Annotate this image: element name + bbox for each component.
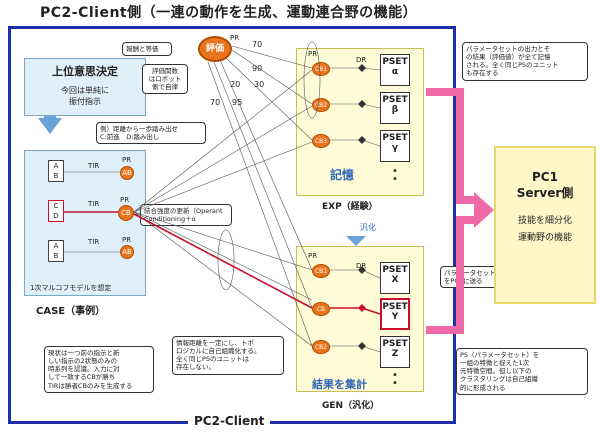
upper-decision-heading: 上位意思決定 bbox=[52, 65, 118, 78]
exp-cb1-node: CB1 bbox=[312, 62, 330, 76]
note-ketsugou-line2: Conditioning＋α bbox=[144, 215, 196, 224]
gen-pr-label: PR bbox=[308, 252, 318, 260]
exp-label: EXP（経験） bbox=[322, 202, 378, 212]
note-case-line5: TIRは勝者CBのみを生成する bbox=[48, 381, 133, 390]
note-gen-line2: ロジカルに自己組織化する。 bbox=[176, 347, 261, 356]
upper-decision-box: 上位意思決定 今回は単純に 振付指示 bbox=[24, 58, 146, 116]
note-psi-line1: PS（パラメータセット）を bbox=[460, 351, 540, 359]
outer-frame-label: PC2-Client bbox=[188, 414, 271, 428]
weight-70a: 70 bbox=[252, 40, 263, 49]
pink-arrow-head bbox=[474, 192, 494, 228]
note-hyoka: 評価関数 はロボット 側で自律 bbox=[142, 64, 188, 95]
case-label: CASE（事例） bbox=[36, 306, 106, 317]
note-psi-line5: 的に形成される bbox=[460, 383, 506, 392]
cb-node-main: CB bbox=[118, 205, 134, 221]
gen-cb1-node: CB1 bbox=[312, 264, 330, 278]
note-psi: PS（パラメータセット）を 一組の特徴と捉えた1次 元特徴空間。但し以下の クラ… bbox=[456, 348, 588, 395]
ab-node-2: AB bbox=[120, 245, 134, 259]
gen-more-dots: •• bbox=[392, 370, 398, 389]
ab-node-1: AB bbox=[120, 166, 134, 180]
note-psi-line2: 一組の特徴と捉えた1次 bbox=[460, 359, 530, 368]
tir-label-3: TIR bbox=[88, 238, 100, 246]
hanka-label: 汎化 bbox=[360, 223, 376, 232]
weight-20: 20 bbox=[230, 80, 241, 89]
note-case-line4: して一致するCBが勝ち bbox=[48, 373, 116, 382]
gen-label: GEN（汎化） bbox=[322, 401, 380, 411]
exp-pr-label: PR bbox=[308, 50, 318, 58]
note-gen-line4: 存在しない。 bbox=[176, 363, 215, 372]
case-markov-label: 1次マルコフモデルを想定 bbox=[30, 284, 112, 292]
weight-90: 90 bbox=[252, 64, 263, 73]
down-arrow-shaft bbox=[44, 116, 56, 120]
pr-label-cb: PR bbox=[120, 196, 130, 204]
note-gen-line1: 情報距離を一定にし、トポ bbox=[176, 339, 254, 347]
weight-95: 95 bbox=[232, 98, 243, 107]
note-param-out-line3: される。全く同じPSのユニット bbox=[466, 61, 559, 70]
note-ketsugou: 結合強度の更新（Operant Conditioning＋α bbox=[140, 204, 232, 227]
note-gen: 情報距離を一定にし、トポ ロジカルに自己組織化する。 全く同じPSのユニットは … bbox=[172, 336, 284, 375]
note-param-out-line1: パラメータセットの出力とそ bbox=[466, 45, 551, 53]
note-param-out-line2: の結果（評価値）が全て記憶 bbox=[466, 53, 551, 62]
exp-dr-label: DR bbox=[356, 56, 367, 64]
pr-label-eval: PR bbox=[230, 34, 240, 42]
note-case: 現状は一つ前の指示と新 しい指示の2状態のみの 時系列を認識。入力に対 して一致… bbox=[44, 346, 154, 393]
pr-label-ab2: PR bbox=[122, 236, 132, 244]
gen-dr-label: DR bbox=[356, 262, 367, 270]
gen-cb2-node: CB2 bbox=[312, 340, 330, 354]
note-kotei: 報酬と等価 bbox=[122, 42, 172, 57]
note-hyoka-line3: 側で自律 bbox=[152, 83, 178, 92]
pr-label-ab1: PR bbox=[122, 156, 132, 164]
exp-kioku-label: 記憶 bbox=[330, 168, 355, 182]
exp-cb2-node: CB2 bbox=[312, 98, 330, 112]
hanka-arrow-icon bbox=[346, 236, 366, 246]
upper-decision-sub1: 今回は単純に bbox=[61, 86, 109, 95]
exp-cb3-node: CB3 bbox=[312, 134, 330, 148]
tir-label-1: TIR bbox=[88, 162, 100, 170]
pc1-features: 技能を細分化運動野の機能 bbox=[517, 216, 572, 244]
note-ketsugou-line1: 結合強度の更新（Operant bbox=[144, 207, 223, 215]
note-gen-line3: 全く同じPSのユニットは bbox=[176, 355, 250, 364]
note-case-line1: 現状は一つ前の指示と新 bbox=[48, 349, 120, 357]
note-example-line2: C:前進 D:踏み出し bbox=[100, 133, 160, 142]
weight-30: 30 bbox=[254, 80, 265, 89]
note-example: 例）距離から一歩踏み出せ C:前進 D:踏み出し bbox=[96, 122, 206, 145]
note-param-out: パラメータセットの出力とそ の結果（評価値）が全て記憶 される。全く同じPSのユ… bbox=[462, 42, 588, 81]
weight-70b: 70 bbox=[210, 98, 221, 107]
tir-label-2: TIR bbox=[88, 200, 100, 208]
note-case-line2: しい指示の2状態のみの bbox=[48, 357, 118, 366]
note-hyoka-line1: 評価関数 bbox=[152, 67, 178, 75]
gen-cb-main-node: CB bbox=[312, 302, 330, 316]
note-psi-line3: 元特徴空間。但し以下の bbox=[460, 367, 532, 376]
eval-node: 評価 bbox=[198, 36, 232, 62]
note-psi-line4: クラスタリングは自己組織 bbox=[460, 375, 538, 384]
upper-decision-sub2: 振付指示 bbox=[69, 97, 101, 106]
note-case-line3: 時系列を認識。入力に対 bbox=[48, 365, 120, 374]
gen-summary-label: 結果を集計 bbox=[312, 378, 367, 391]
page-title: PC2-Client側（一連の動作を生成、運動連合野の機能） bbox=[40, 5, 418, 21]
down-arrow-icon bbox=[38, 118, 62, 134]
note-param-out-line4: も存在する bbox=[466, 69, 499, 78]
note-example-line1: 例）距離から一歩踏み出せ bbox=[100, 125, 178, 133]
exp-more-dots: •• bbox=[392, 166, 398, 185]
